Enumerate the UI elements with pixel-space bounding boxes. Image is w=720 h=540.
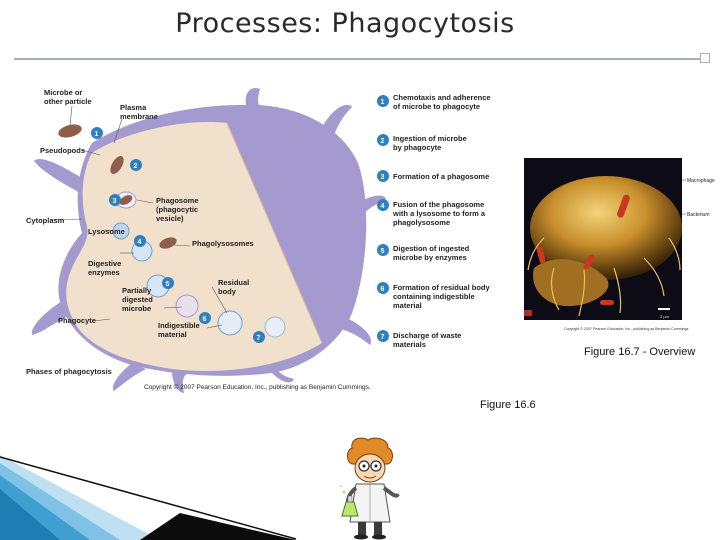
svg-text:7: 7	[381, 334, 385, 341]
svg-text:3: 3	[381, 174, 385, 181]
svg-text:5: 5	[381, 248, 385, 255]
label-cytoplasm: Cytoplasm	[26, 216, 65, 225]
label-phagocyte: Phagocyte	[58, 316, 96, 325]
label-lysosome: Lysosome	[88, 227, 125, 236]
microbe-shape	[58, 124, 82, 138]
slide-title: Processes: Phagocytosis	[175, 8, 515, 39]
caption-figure-16-7: Figure 16.7 - Overview	[584, 346, 696, 358]
step-3: 3 Formation of a phagosome	[377, 170, 489, 182]
bacterium-label: Bacterium	[687, 212, 710, 218]
svg-text:2: 2	[381, 138, 385, 145]
svg-text:1: 1	[95, 131, 99, 138]
microbe-shape	[110, 155, 124, 175]
svg-text:7: 7	[257, 335, 261, 342]
cytoplasm-cutaway	[66, 122, 322, 372]
svg-text:4: 4	[381, 203, 385, 210]
svg-text:Formation of a phagosome: Formation of a phagosome	[393, 172, 489, 181]
bacterium-rod	[617, 194, 630, 218]
sem-micrograph: Macrophage Bacterium 3 μm Copyright © 20…	[524, 158, 715, 331]
svg-text:5: 5	[166, 281, 170, 288]
svg-text:3: 3	[113, 198, 117, 205]
label-phagolysosomes: Phagolysosomes	[192, 239, 254, 248]
label-phases: Phases of phagocytosis	[26, 367, 112, 376]
figure-copyright: Copyright © 2007 Pearson Education, Inc.…	[144, 383, 371, 391]
svg-text:2: 2	[134, 163, 138, 170]
title-underline	[14, 58, 706, 60]
label-pseudopods: Pseudopods	[40, 146, 85, 155]
svg-text:1: 1	[381, 99, 385, 106]
macrophage-label: Macrophage	[687, 178, 715, 184]
scientist-clipart	[340, 437, 400, 540]
corner-stripes-decoration	[0, 455, 297, 540]
svg-text:4: 4	[138, 239, 142, 246]
svg-text:6: 6	[203, 316, 207, 323]
caption-figure-16-6: Figure 16.6	[480, 399, 536, 411]
scale-bar-label: 3 μm	[660, 314, 670, 319]
micrograph-copyright: Copyright © 2007 Pearson Education, Inc.…	[564, 327, 689, 331]
svg-text:6: 6	[381, 286, 385, 293]
title-underline-cap	[700, 53, 710, 63]
